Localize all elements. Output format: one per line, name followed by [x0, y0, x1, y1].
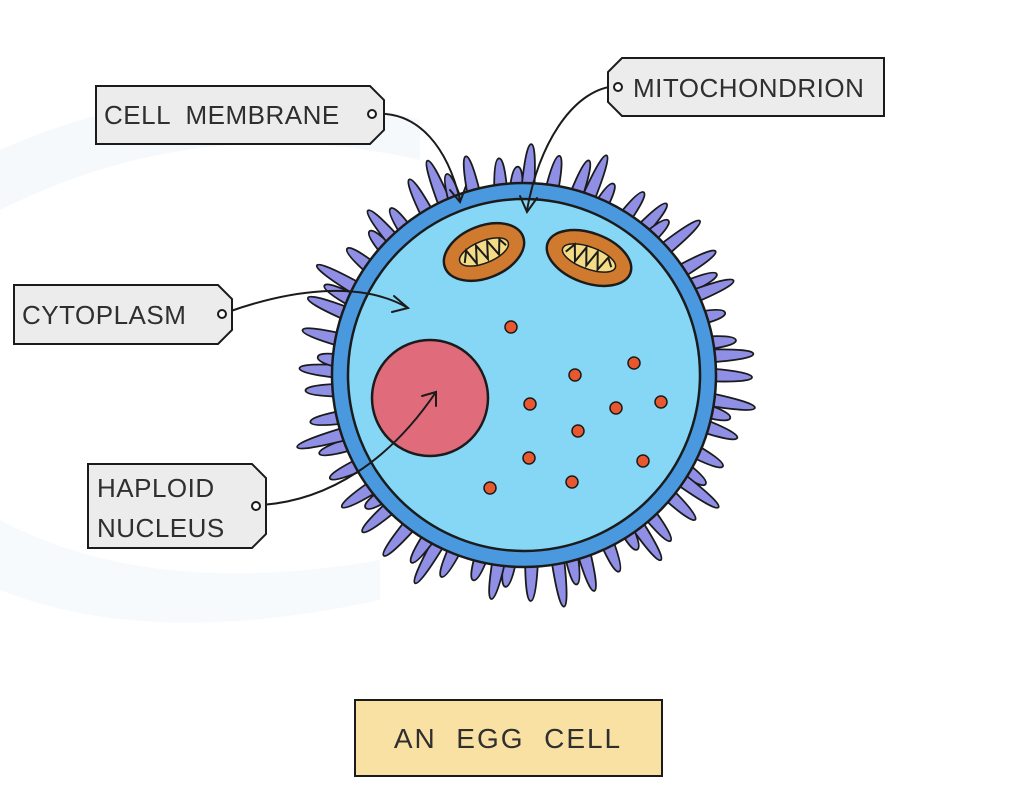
label-cytoplasm: CYTOPLASM [13, 284, 233, 345]
cytoplasm-region [346, 197, 702, 553]
cell-spike [709, 348, 755, 364]
cell-spike [488, 559, 507, 600]
cell-spike [413, 538, 446, 585]
cell-spike [425, 159, 453, 209]
granule [523, 397, 537, 411]
granule [565, 475, 579, 489]
granule [504, 320, 518, 334]
diagram-caption: AN EGG CELL [354, 699, 663, 777]
cell-spike [550, 557, 568, 608]
cell-spike [520, 143, 536, 189]
cell-spike [301, 327, 342, 348]
cell-spike [307, 295, 350, 321]
granule [627, 356, 641, 370]
mitochondrion-arrowhead [519, 195, 538, 215]
label-nucleus-text: NUCLEUS [97, 513, 225, 543]
cell-spike [708, 392, 756, 411]
nucleus-leader [261, 391, 437, 506]
cell-membrane-arrowhead [449, 185, 467, 204]
cell-spike [298, 363, 338, 379]
cell-spike [544, 155, 563, 192]
cytoplasm-granules [483, 320, 668, 495]
nucleus-arrowhead [421, 390, 437, 407]
cytoplasm-arrowhead [391, 295, 411, 313]
label-cell-membrane-text: CELL MEMBRANE [104, 100, 340, 130]
granule [636, 454, 650, 468]
cell-spike [581, 154, 609, 202]
cell-spike [576, 549, 597, 592]
mitochondrion-leader [526, 85, 618, 211]
granule [609, 401, 623, 415]
cell-spike [315, 263, 362, 296]
cell-spike [675, 472, 720, 509]
cell-spike [309, 410, 344, 426]
granule [654, 395, 668, 409]
caption-text: AN EGG CELL [394, 723, 622, 754]
cell-spike [711, 367, 753, 383]
mitochondrion-right [545, 228, 633, 288]
cell-membrane-leader [372, 112, 461, 201]
cell-spike [296, 426, 349, 450]
haploid-nucleus [370, 338, 490, 458]
cell-spike [569, 159, 592, 198]
cell-spike [690, 278, 735, 304]
background-swoosh-lower [0, 520, 380, 623]
cell-spike [676, 249, 717, 279]
label-cell-membrane: CELL MEMBRANE [95, 85, 385, 145]
label-haploid-text: HAPLOID [97, 473, 215, 503]
granule [522, 451, 536, 465]
cell-spike [493, 157, 508, 191]
label-mitochondrion: MITOCHONDRION [607, 57, 885, 117]
cell-spike [382, 519, 417, 557]
label-cytoplasm-text: CYTOPLASM [22, 300, 186, 330]
cell-spike [304, 382, 339, 398]
granule [571, 424, 585, 438]
cell-spike [524, 561, 539, 602]
cell-spike [630, 519, 663, 562]
cytoplasm-leader [227, 289, 409, 313]
cell-spike [407, 178, 434, 219]
label-mitochondrion-text: MITOCHONDRION [633, 73, 864, 103]
granule [568, 368, 582, 382]
mitochondrion-left [442, 221, 526, 283]
cell-spike [462, 155, 482, 197]
cell-spike [658, 219, 701, 256]
label-haploid-nucleus: HAPLOID NUCLEUS [87, 463, 267, 549]
cell-spike [701, 418, 739, 441]
granule [483, 481, 497, 495]
